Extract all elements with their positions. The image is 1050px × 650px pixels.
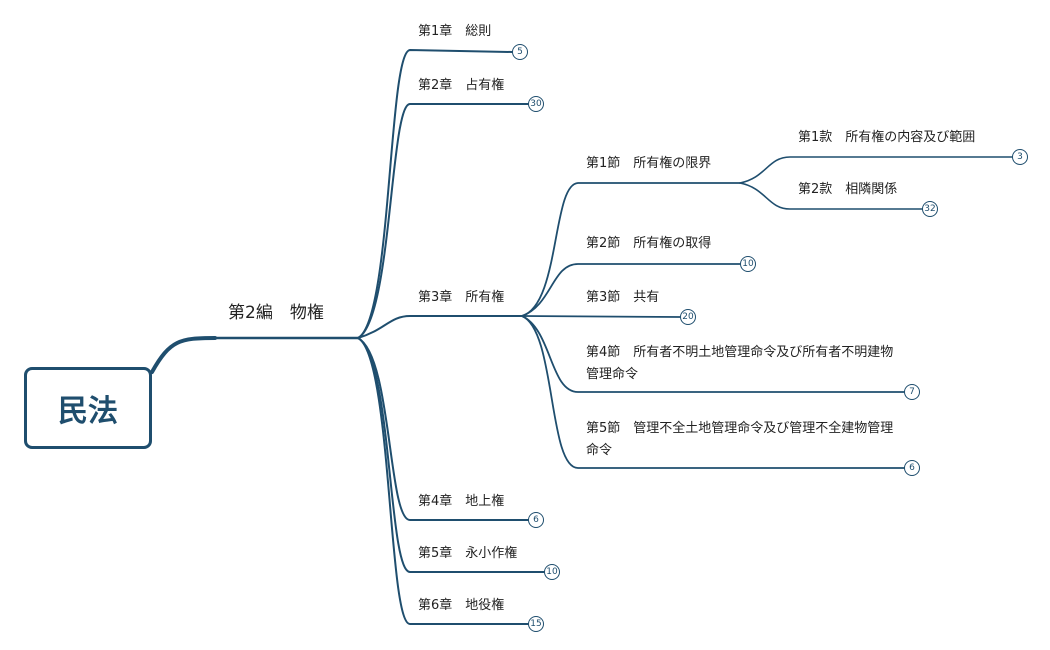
section-2-count-badge: 10 xyxy=(740,256,756,272)
section-1-label[interactable]: 第1節 所有権の限界 xyxy=(586,156,712,171)
subsection-1-count-badge: 3 xyxy=(1012,149,1028,165)
section-5-label[interactable]: 第5節 管理不全土地管理命令及び管理不全建物管理命令 xyxy=(586,421,894,458)
section-3-count-badge: 20 xyxy=(680,309,696,325)
chapter-3-label[interactable]: 第3章 所有権 xyxy=(418,290,505,305)
connector-c3 xyxy=(357,315,523,339)
chapter-4-label[interactable]: 第4章 地上権 xyxy=(418,494,505,509)
section-4-label[interactable]: 第4節 所有者不明土地管理命令及び所有者不明建物管理命令 xyxy=(586,345,894,382)
section-4-count-badge: 7 xyxy=(904,384,920,400)
root-node[interactable]: 民法 xyxy=(24,367,152,449)
chapter-6-count-badge: 15 xyxy=(528,616,544,632)
connector-c1 xyxy=(357,48,513,339)
part-label[interactable]: 第2編 物権 xyxy=(228,303,324,323)
connector-root-part xyxy=(150,336,217,374)
connector-k2 xyxy=(739,182,923,210)
connector-k1 xyxy=(739,156,1013,184)
subsection-2-label[interactable]: 第2款 相隣関係 xyxy=(798,182,898,197)
chapter-5-label[interactable]: 第5章 永小作権 xyxy=(418,546,518,561)
chapter-1-count-badge: 5 xyxy=(512,44,528,60)
connector-s3 xyxy=(521,315,681,318)
connector-s5 xyxy=(521,315,905,469)
section-5-count-badge: 6 xyxy=(904,460,920,476)
subsection-2-count-badge: 32 xyxy=(922,201,938,217)
chapter-4-count-badge: 6 xyxy=(528,512,544,528)
connector-c4 xyxy=(357,337,529,521)
connector-c6 xyxy=(357,337,529,625)
chapter-5-count-badge: 10 xyxy=(544,564,560,580)
section-3-label[interactable]: 第3節 共有 xyxy=(586,290,660,305)
connector-s1 xyxy=(521,182,741,317)
section-2-label[interactable]: 第2節 所有権の取得 xyxy=(586,236,712,251)
connector-s2 xyxy=(521,263,741,317)
chapter-2-label[interactable]: 第2章 占有権 xyxy=(418,78,505,93)
connector-c2 xyxy=(357,103,529,339)
chapter-6-label[interactable]: 第6章 地役権 xyxy=(418,598,505,613)
subsection-1-label[interactable]: 第1款 所有権の内容及び範囲 xyxy=(798,130,976,145)
chapter-1-label[interactable]: 第1章 総則 xyxy=(418,24,492,39)
chapter-2-count-badge: 30 xyxy=(528,96,544,112)
